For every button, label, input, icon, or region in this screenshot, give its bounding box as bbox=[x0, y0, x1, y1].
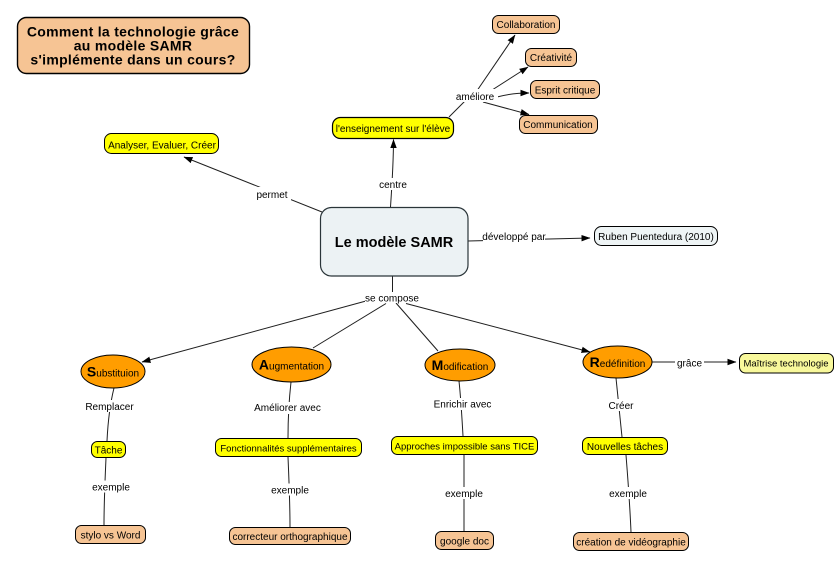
svg-text:Approches impossible sans TICE: Approches impossible sans TICE bbox=[395, 442, 535, 453]
svg-text:Créer: Créer bbox=[608, 401, 634, 412]
svg-text:création de vidéographie: création de vidéographie bbox=[576, 538, 686, 549]
svg-text:exemple: exemple bbox=[445, 489, 483, 500]
svg-text:Ruben Puentedura (2010): Ruben Puentedura (2010) bbox=[598, 232, 714, 243]
svg-text:Remplacer: Remplacer bbox=[85, 402, 134, 413]
svg-text:correcteur orthographique: correcteur orthographique bbox=[232, 532, 348, 543]
svg-text:exemple: exemple bbox=[92, 483, 130, 494]
svg-text:Améliorer avec: Améliorer avec bbox=[254, 403, 321, 414]
svg-text:Esprit critique: Esprit critique bbox=[535, 86, 596, 97]
svg-text:centre: centre bbox=[379, 180, 407, 191]
svg-text:se compose: se compose bbox=[365, 293, 419, 304]
svg-text:Collaboration: Collaboration bbox=[497, 20, 556, 31]
svg-text:Le modèle SAMR: Le modèle SAMR bbox=[335, 235, 454, 251]
svg-text:permet: permet bbox=[256, 190, 287, 201]
svg-text:Tâche: Tâche bbox=[95, 446, 123, 457]
svg-text:au modèle SAMR: au modèle SAMR bbox=[74, 38, 193, 54]
svg-text:s'implémente dans un cours?: s'implémente dans un cours? bbox=[30, 52, 235, 68]
svg-text:grâce: grâce bbox=[677, 359, 702, 370]
svg-text:exemple: exemple bbox=[271, 486, 309, 497]
svg-text:Fonctionnalités supplémentaire: Fonctionnalités supplémentaires bbox=[220, 444, 356, 455]
svg-text:exemple: exemple bbox=[609, 489, 647, 500]
svg-text:Nouvelles tâches: Nouvelles tâches bbox=[587, 442, 663, 453]
svg-text:Communication: Communication bbox=[523, 120, 592, 131]
svg-text:Analyser, Evaluer, Créer: Analyser, Evaluer, Créer bbox=[108, 141, 216, 152]
svg-text:Enrichir avec: Enrichir avec bbox=[434, 400, 492, 411]
svg-text:google doc: google doc bbox=[440, 537, 489, 548]
svg-text:Comment la technologie grâce: Comment la technologie grâce bbox=[27, 24, 239, 40]
svg-text:l'enseignement sur l'élève: l'enseignement sur l'élève bbox=[336, 124, 451, 135]
svg-text:Créativité: Créativité bbox=[530, 53, 573, 64]
svg-text:améliore: améliore bbox=[456, 92, 495, 103]
svg-text:développé par: développé par bbox=[482, 232, 546, 243]
svg-text:Maîtrise technologie: Maîtrise technologie bbox=[743, 359, 828, 370]
svg-text:stylo vs Word: stylo vs Word bbox=[81, 531, 141, 542]
